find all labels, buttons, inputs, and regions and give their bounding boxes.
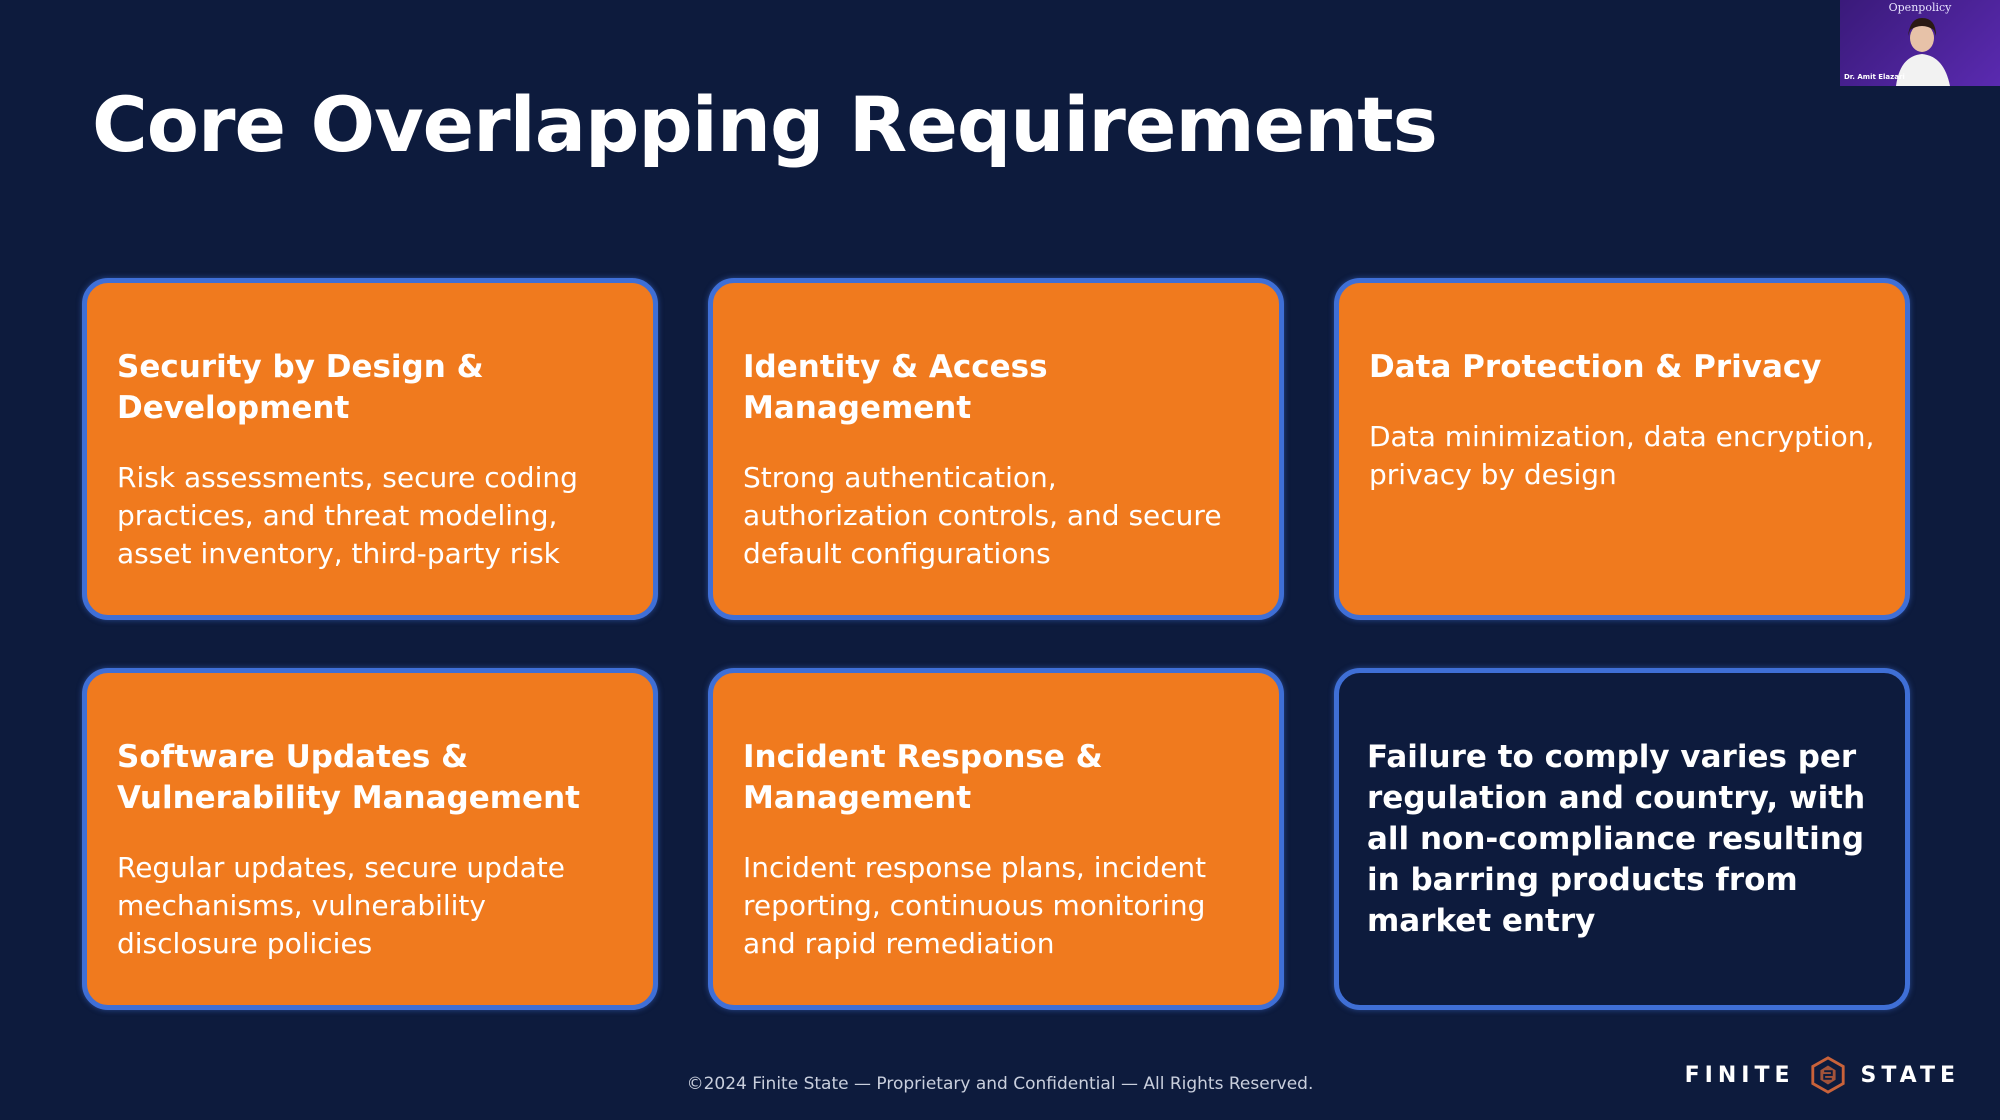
logo-text-right: STATE: [1860, 1062, 1960, 1088]
footer-copyright: ©2024 Finite State — Proprietary and Con…: [686, 1074, 1314, 1094]
card-heading: Identity & Access Management: [743, 349, 1048, 426]
card-body: Regular updates, secure update mechanism…: [117, 851, 565, 960]
card-identity-access: Identity & Access Management Strong auth…: [708, 278, 1284, 620]
card-body: Risk assessments, secure coding practice…: [117, 461, 578, 570]
card-body: Incident response plans, incident report…: [743, 851, 1207, 960]
presenter-name: Dr. Amit Elazari: [1844, 73, 1905, 81]
presenter-brand: Openpolicy: [1888, 1, 1952, 14]
compliance-note-text: Failure to comply varies per regulation …: [1367, 738, 1866, 939]
card-heading: Security by Design & Development: [117, 349, 484, 426]
card-body: Strong authentication, authorization con…: [743, 461, 1222, 570]
compliance-note-card: Failure to comply varies per regulation …: [1334, 668, 1910, 1010]
card-heading: Data Protection & Privacy: [1369, 349, 1822, 385]
card-heading: Software Updates & Vulnerability Managem…: [117, 739, 580, 816]
hexagon-logo-icon: [1810, 1056, 1845, 1094]
logo-text-left: FINITE: [1684, 1062, 1795, 1088]
card-incident-response: Incident Response & Management Incident …: [708, 668, 1284, 1010]
card-software-updates: Software Updates & Vulnerability Managem…: [82, 668, 658, 1010]
person-video-icon: [1896, 18, 1950, 86]
presenter-video-thumbnail[interactable]: Openpolicy Dr. Amit Elazari: [1840, 0, 2000, 86]
card-security-by-design: Security by Design & Development Risk as…: [82, 278, 658, 620]
card-data-protection: Data Protection & Privacy Data minimizat…: [1334, 278, 1910, 620]
slide-title: Core Overlapping Requirements: [92, 80, 1438, 169]
card-body: Data minimization, data encryption, priv…: [1369, 420, 1875, 491]
card-heading: Incident Response & Management: [743, 739, 1103, 816]
finite-state-logo: FINITE STATE: [1685, 1056, 1960, 1094]
